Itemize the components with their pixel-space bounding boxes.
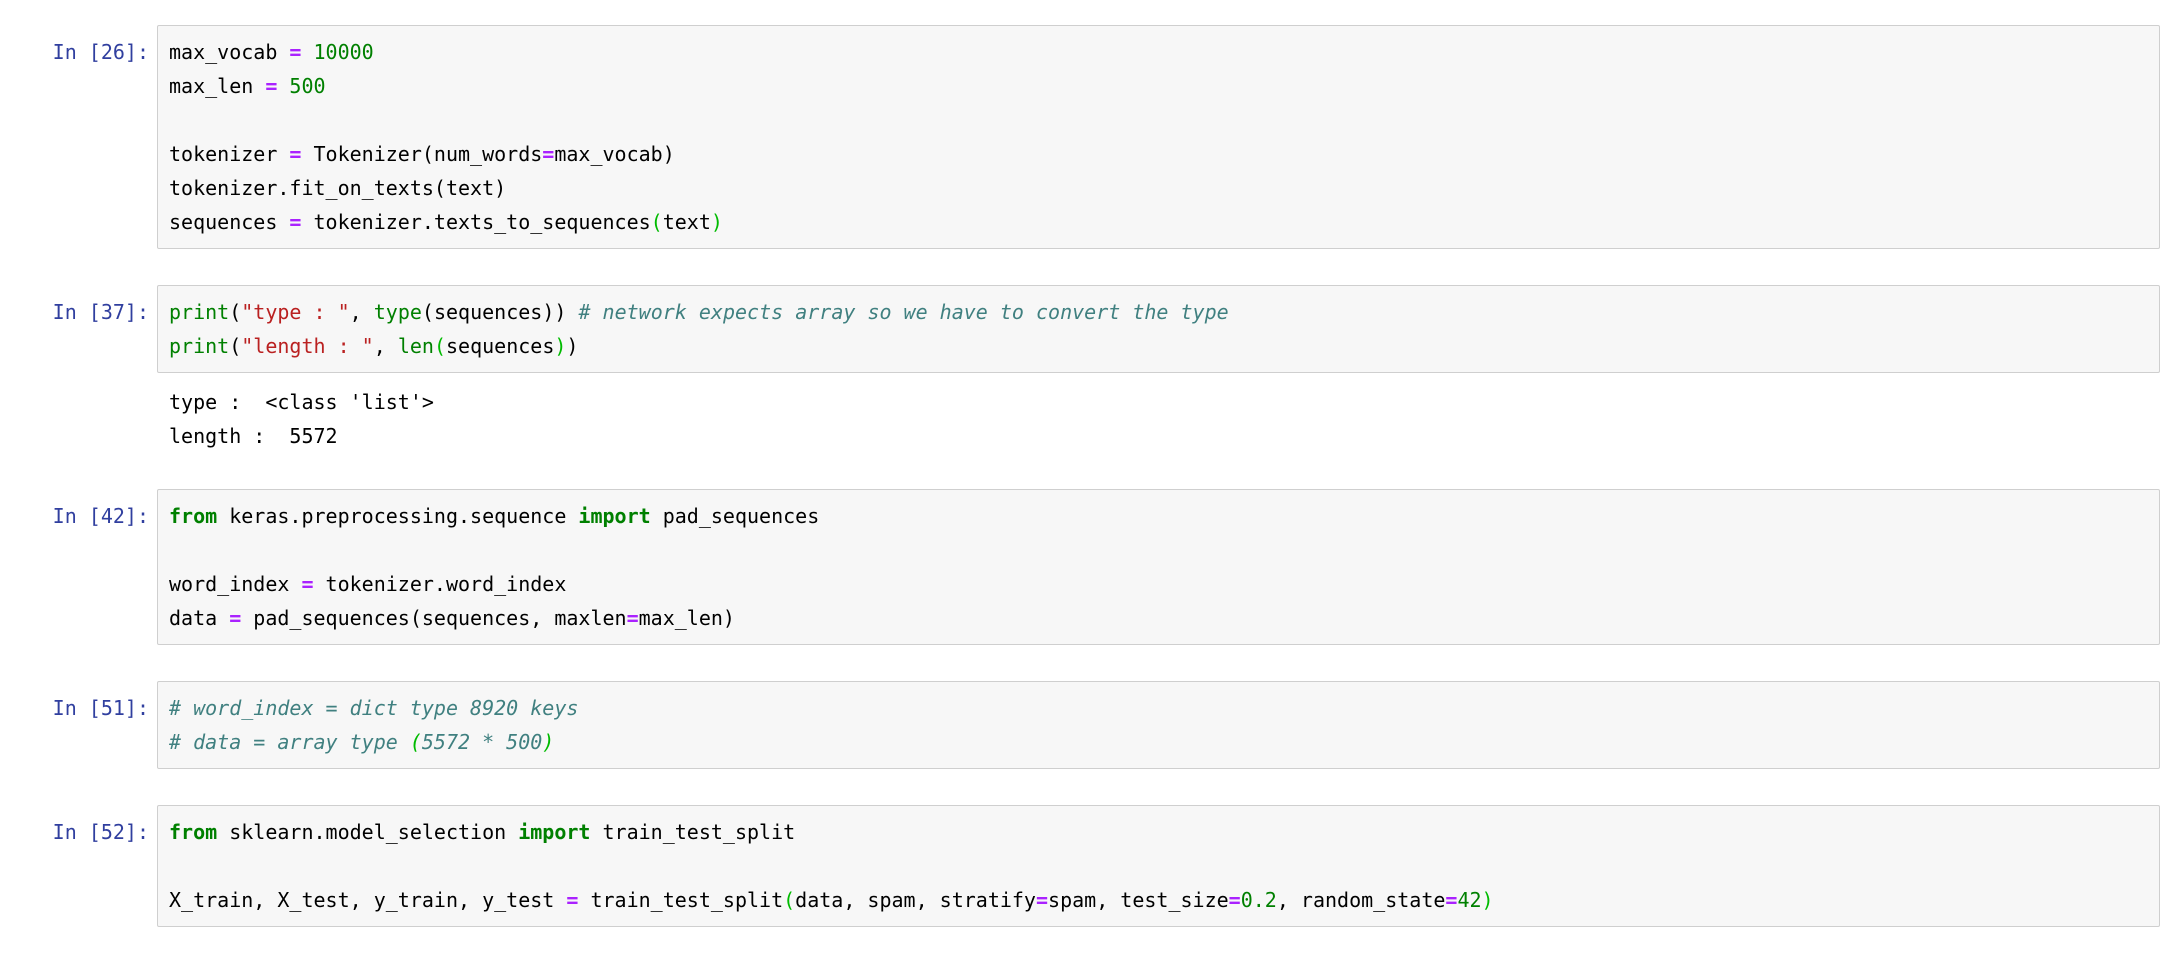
input-prompt: In [37]: [52, 300, 149, 324]
code-cell[interactable]: In [51]: # word_index = dict type 8920 k… [0, 681, 2160, 769]
code-editor[interactable]: # word_index = dict type 8920 keys# data… [157, 681, 2160, 769]
input-prompt: In [26]: [52, 40, 149, 64]
code-editor[interactable]: from keras.preprocessing.sequence import… [157, 489, 2160, 645]
cell-input-row: In [37]: print("type : ", type(sequences… [0, 285, 2160, 373]
cell-output-row: type : <class 'list'> length : 5572 [0, 385, 2160, 453]
code-cell[interactable]: In [42]: from keras.preprocessing.sequen… [0, 489, 2160, 645]
code-editor[interactable]: from sklearn.model_selection import trai… [157, 805, 2160, 927]
code-content: # word_index = dict type 8920 keys# data… [169, 696, 579, 754]
code-content: from keras.preprocessing.sequence import… [169, 504, 820, 630]
output-text: type : <class 'list'> length : 5572 [169, 390, 434, 448]
code-content: print("type : ", type(sequences)) # netw… [169, 300, 1229, 358]
cell-input-row: In [52]: from sklearn.model_selection im… [0, 805, 2160, 927]
cell-input-row: In [42]: from keras.preprocessing.sequen… [0, 489, 2160, 645]
input-prompt: In [52]: [52, 820, 149, 844]
input-prompt: In [51]: [52, 696, 149, 720]
code-editor[interactable]: print("type : ", type(sequences)) # netw… [157, 285, 2160, 373]
input-prompt: In [42]: [52, 504, 149, 528]
cell-input-row: In [51]: # word_index = dict type 8920 k… [0, 681, 2160, 769]
code-cell[interactable]: In [52]: from sklearn.model_selection im… [0, 805, 2160, 927]
output-prompt [0, 385, 157, 453]
code-cell[interactable]: In [37]: print("type : ", type(sequences… [0, 285, 2160, 453]
code-content: from sklearn.model_selection import trai… [169, 820, 1494, 912]
